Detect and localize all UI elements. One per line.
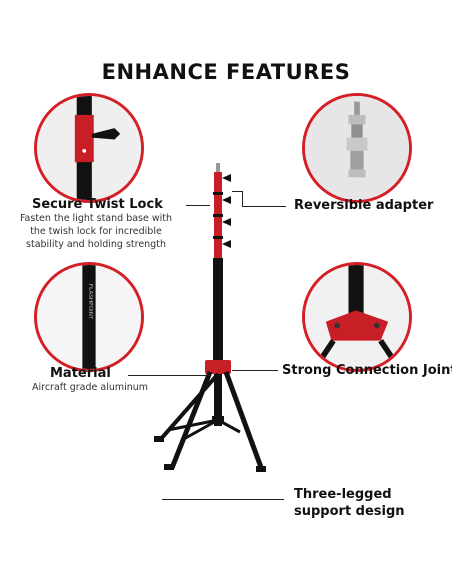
twist-lock-desc: Fasten the light stand base with the twi… bbox=[19, 213, 173, 250]
lock-knob-3 bbox=[222, 218, 231, 226]
leg-left bbox=[169, 371, 213, 469]
joint-label: Strong Connection Joint bbox=[282, 363, 452, 378]
main-pole bbox=[213, 258, 223, 366]
adapter-closeup bbox=[302, 93, 412, 203]
legs-pointer bbox=[162, 499, 284, 500]
lock-knob-2 bbox=[222, 196, 231, 204]
top-stud bbox=[216, 163, 220, 172]
twist-lock-label: Secure Twist Lock bbox=[32, 197, 163, 212]
material-desc: Aircraft grade aluminum bbox=[32, 382, 149, 393]
adapter-pointer-v bbox=[242, 191, 243, 206]
adapter-pointer-h1 bbox=[232, 191, 242, 192]
leg-back bbox=[158, 372, 220, 442]
twist-lock-pointer bbox=[186, 205, 210, 206]
connection-joint bbox=[205, 360, 231, 374]
material-label: Material bbox=[50, 366, 111, 381]
joint-pointer bbox=[232, 370, 278, 371]
adapter-label: Reversible adapter bbox=[294, 198, 434, 213]
twist-knob-icon bbox=[91, 128, 121, 140]
upper-red-section bbox=[214, 172, 222, 260]
lock-knob-4 bbox=[222, 240, 231, 248]
lock-knob-1 bbox=[222, 174, 231, 182]
leg-right bbox=[223, 371, 265, 471]
material-closeup: FLASHPOINT bbox=[34, 262, 144, 372]
joint-closeup bbox=[302, 262, 412, 372]
legs-label: Three-legged support design bbox=[294, 487, 405, 519]
twist-lock-closeup bbox=[34, 93, 144, 203]
page-title: ENHANCE FEATURES bbox=[101, 60, 351, 84]
lower-pole bbox=[214, 366, 222, 426]
brand-text: FLASHPOINT bbox=[87, 284, 93, 320]
material-pointer bbox=[128, 375, 210, 376]
adapter-pointer-h2 bbox=[242, 206, 286, 207]
